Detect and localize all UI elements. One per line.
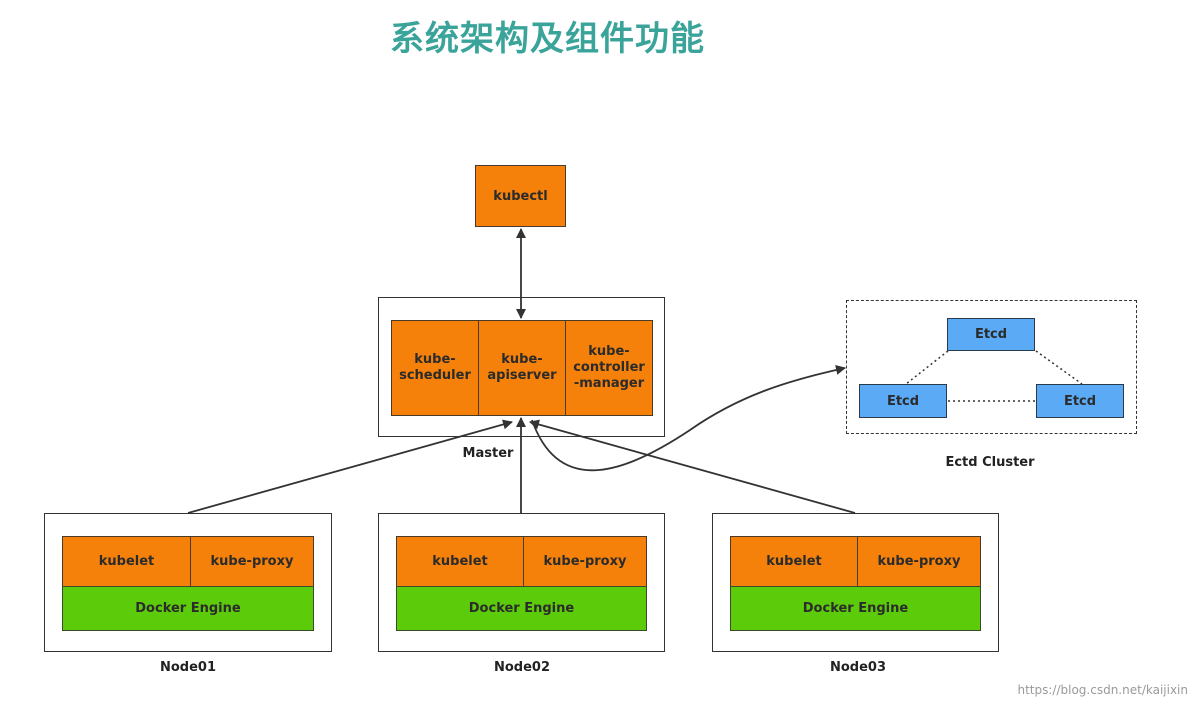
etcd-left-box: Etcd — [859, 384, 947, 418]
kube-controller-manager-box: kube- controller -manager — [565, 320, 653, 416]
page-title: 系统架构及组件功能 — [390, 19, 705, 59]
node03-apiserver-arrow — [529, 419, 856, 514]
node03-kube-proxy-box: kube-proxy — [857, 536, 981, 587]
node01-kubelet-box: kubelet — [62, 536, 191, 587]
kube-apiserver-box: kube- apiserver — [478, 320, 566, 416]
etcd-top-box: Etcd — [947, 318, 1035, 351]
node02-kube-proxy-box: kube-proxy — [523, 536, 647, 587]
node01-kube-proxy-box: kube-proxy — [190, 536, 314, 587]
master-label: Master — [462, 446, 514, 461]
etcd-link-top-left — [905, 350, 949, 385]
watermark: https://blog.csdn.net/kaijixin — [1017, 683, 1189, 697]
kubectl-box: kubectl — [475, 165, 566, 227]
node01-docker-engine-box: Docker Engine — [62, 586, 314, 631]
etcd-right-box: Etcd — [1036, 384, 1124, 418]
node02-kubelet-box: kubelet — [396, 536, 524, 587]
node03-label: Node03 — [829, 660, 887, 675]
node02-label: Node02 — [493, 660, 551, 675]
node01-frame — [44, 513, 332, 652]
node02-docker-engine-box: Docker Engine — [396, 586, 647, 631]
apiserver-etcd-curve — [531, 365, 846, 472]
node03-kubelet-box: kubelet — [730, 536, 858, 587]
node03-frame — [712, 513, 999, 652]
node01-apiserver-arrow — [187, 419, 513, 514]
node03-docker-engine-box: Docker Engine — [730, 586, 981, 631]
kube-scheduler-box: kube- scheduler — [391, 320, 479, 416]
node02-frame — [378, 513, 665, 652]
etcd-cluster-label: Ectd Cluster — [945, 455, 1035, 470]
etcd-cluster-frame — [846, 300, 1137, 434]
master-frame — [378, 297, 665, 437]
node01-label: Node01 — [159, 660, 217, 675]
